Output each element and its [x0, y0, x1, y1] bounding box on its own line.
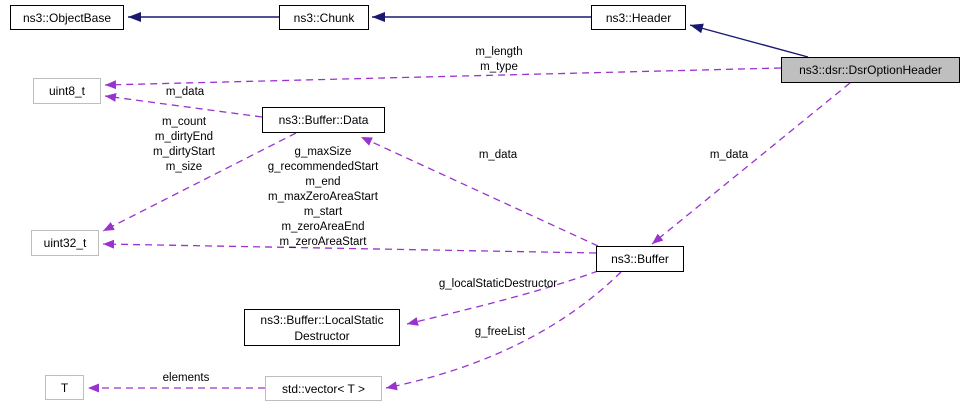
node-ns3-chunk[interactable]: ns3::Chunk: [279, 5, 369, 30]
edge-usage-bufferdata-to-uint8: [104, 92, 263, 118]
edge-label-m-data-buffer-bufferdata: m_data: [478, 149, 518, 161]
edge-label-m-data-bufferdata-uint8: m_data: [165, 86, 205, 98]
node-ns3-buffer-localstaticdestructor[interactable]: ns3::Buffer::LocalStatic Destructor: [244, 309, 400, 346]
node-ns3-buffer-data-label: ns3::Buffer::Data: [278, 113, 369, 127]
edge-usage-buffer-to-localstaticdestructor: [406, 270, 599, 326]
edge-usage-buffer-to-uint32: [102, 239, 597, 254]
edge-label-g-localstaticdestructor: g_localStaticDestructor: [438, 278, 558, 290]
edge-usage-dsroptionheader-to-buffer: [651, 82, 851, 245]
edge-label-line: m_zeroAreaStart: [279, 236, 367, 248]
node-ns3-header-label: ns3::Header: [605, 10, 672, 25]
node-ns3-objectbase[interactable]: ns3::ObjectBase: [10, 5, 124, 30]
node-ns3-dsr-dsroptionheader: ns3::dsr::DsrOptionHeader: [781, 57, 960, 83]
node-std-vector-t-label: std::vector< T >: [282, 381, 365, 396]
node-ns3-chunk-label: ns3::Chunk: [293, 10, 355, 25]
node-uint32-t: uint32_t: [31, 230, 99, 256]
edge-usage-dsroptionheader-to-uint8: [104, 67, 782, 90]
edge-label-line: m_count: [161, 116, 207, 128]
node-ns3-objectbase-label: ns3::ObjectBase: [22, 10, 112, 25]
node-uint8-t-label: uint8_t: [48, 84, 86, 98]
node-uint8-t: uint8_t: [33, 78, 101, 104]
node-ns3-buffer-data[interactable]: ns3::Buffer::Data: [262, 107, 385, 133]
edge-label-line: m_maxZeroAreaStart: [268, 191, 378, 203]
node-localstaticdestructor-label-line2: Destructor: [294, 328, 350, 343]
edge-inheritance-dsroptionheader-to-header: [689, 23, 809, 58]
node-ns3-buffer-label: ns3::Buffer: [611, 252, 669, 266]
node-t: T: [45, 375, 84, 400]
node-std-vector-t: std::vector< T >: [265, 376, 382, 401]
edge-label-line: m_zeroAreaEnd: [281, 221, 365, 233]
edge-usage-buffer-to-bufferdata: [360, 136, 599, 247]
edge-label-elements: elements: [162, 372, 210, 384]
node-ns3-buffer[interactable]: ns3::Buffer: [596, 246, 684, 272]
node-localstaticdestructor-label-line1: ns3::Buffer::LocalStatic: [260, 312, 384, 327]
node-t-label: T: [60, 380, 69, 395]
edge-label-g-freelist: g_freeList: [474, 326, 526, 338]
edge-label-m-length-m-type: m_length m_type: [449, 45, 549, 75]
edge-label-line: m_dirtyStart: [153, 146, 215, 158]
node-ns3-header[interactable]: ns3::Header: [591, 5, 686, 30]
edge-label-line: g_recommendedStart: [267, 161, 379, 173]
edge-label-line: g_maxSize: [294, 146, 352, 158]
edge-label-line: m_end: [305, 176, 341, 188]
node-uint32-t-label: uint32_t: [43, 236, 87, 250]
edge-label-line: m_size: [165, 161, 203, 173]
edge-usage-buffer-to-stdvector: [385, 271, 622, 391]
edge-label-line: m_start: [303, 206, 343, 218]
edge-label-line: m_length: [475, 46, 523, 58]
edge-label-bufferdata-uint32-members: m_count m_dirtyEnd m_dirtyStart m_size: [119, 115, 249, 175]
edge-label-m-data-dsr-buffer: m_data: [709, 149, 749, 161]
edge-label-buffer-uint32-members: g_maxSize g_recommendedStart m_end m_max…: [238, 145, 408, 250]
edge-usage-bufferdata-to-uint32: [102, 132, 297, 232]
edge-label-line: m_dirtyEnd: [154, 131, 214, 143]
node-ns3-dsr-dsroptionheader-label: ns3::dsr::DsrOptionHeader: [799, 63, 942, 77]
edge-label-line: m_type: [480, 61, 518, 73]
